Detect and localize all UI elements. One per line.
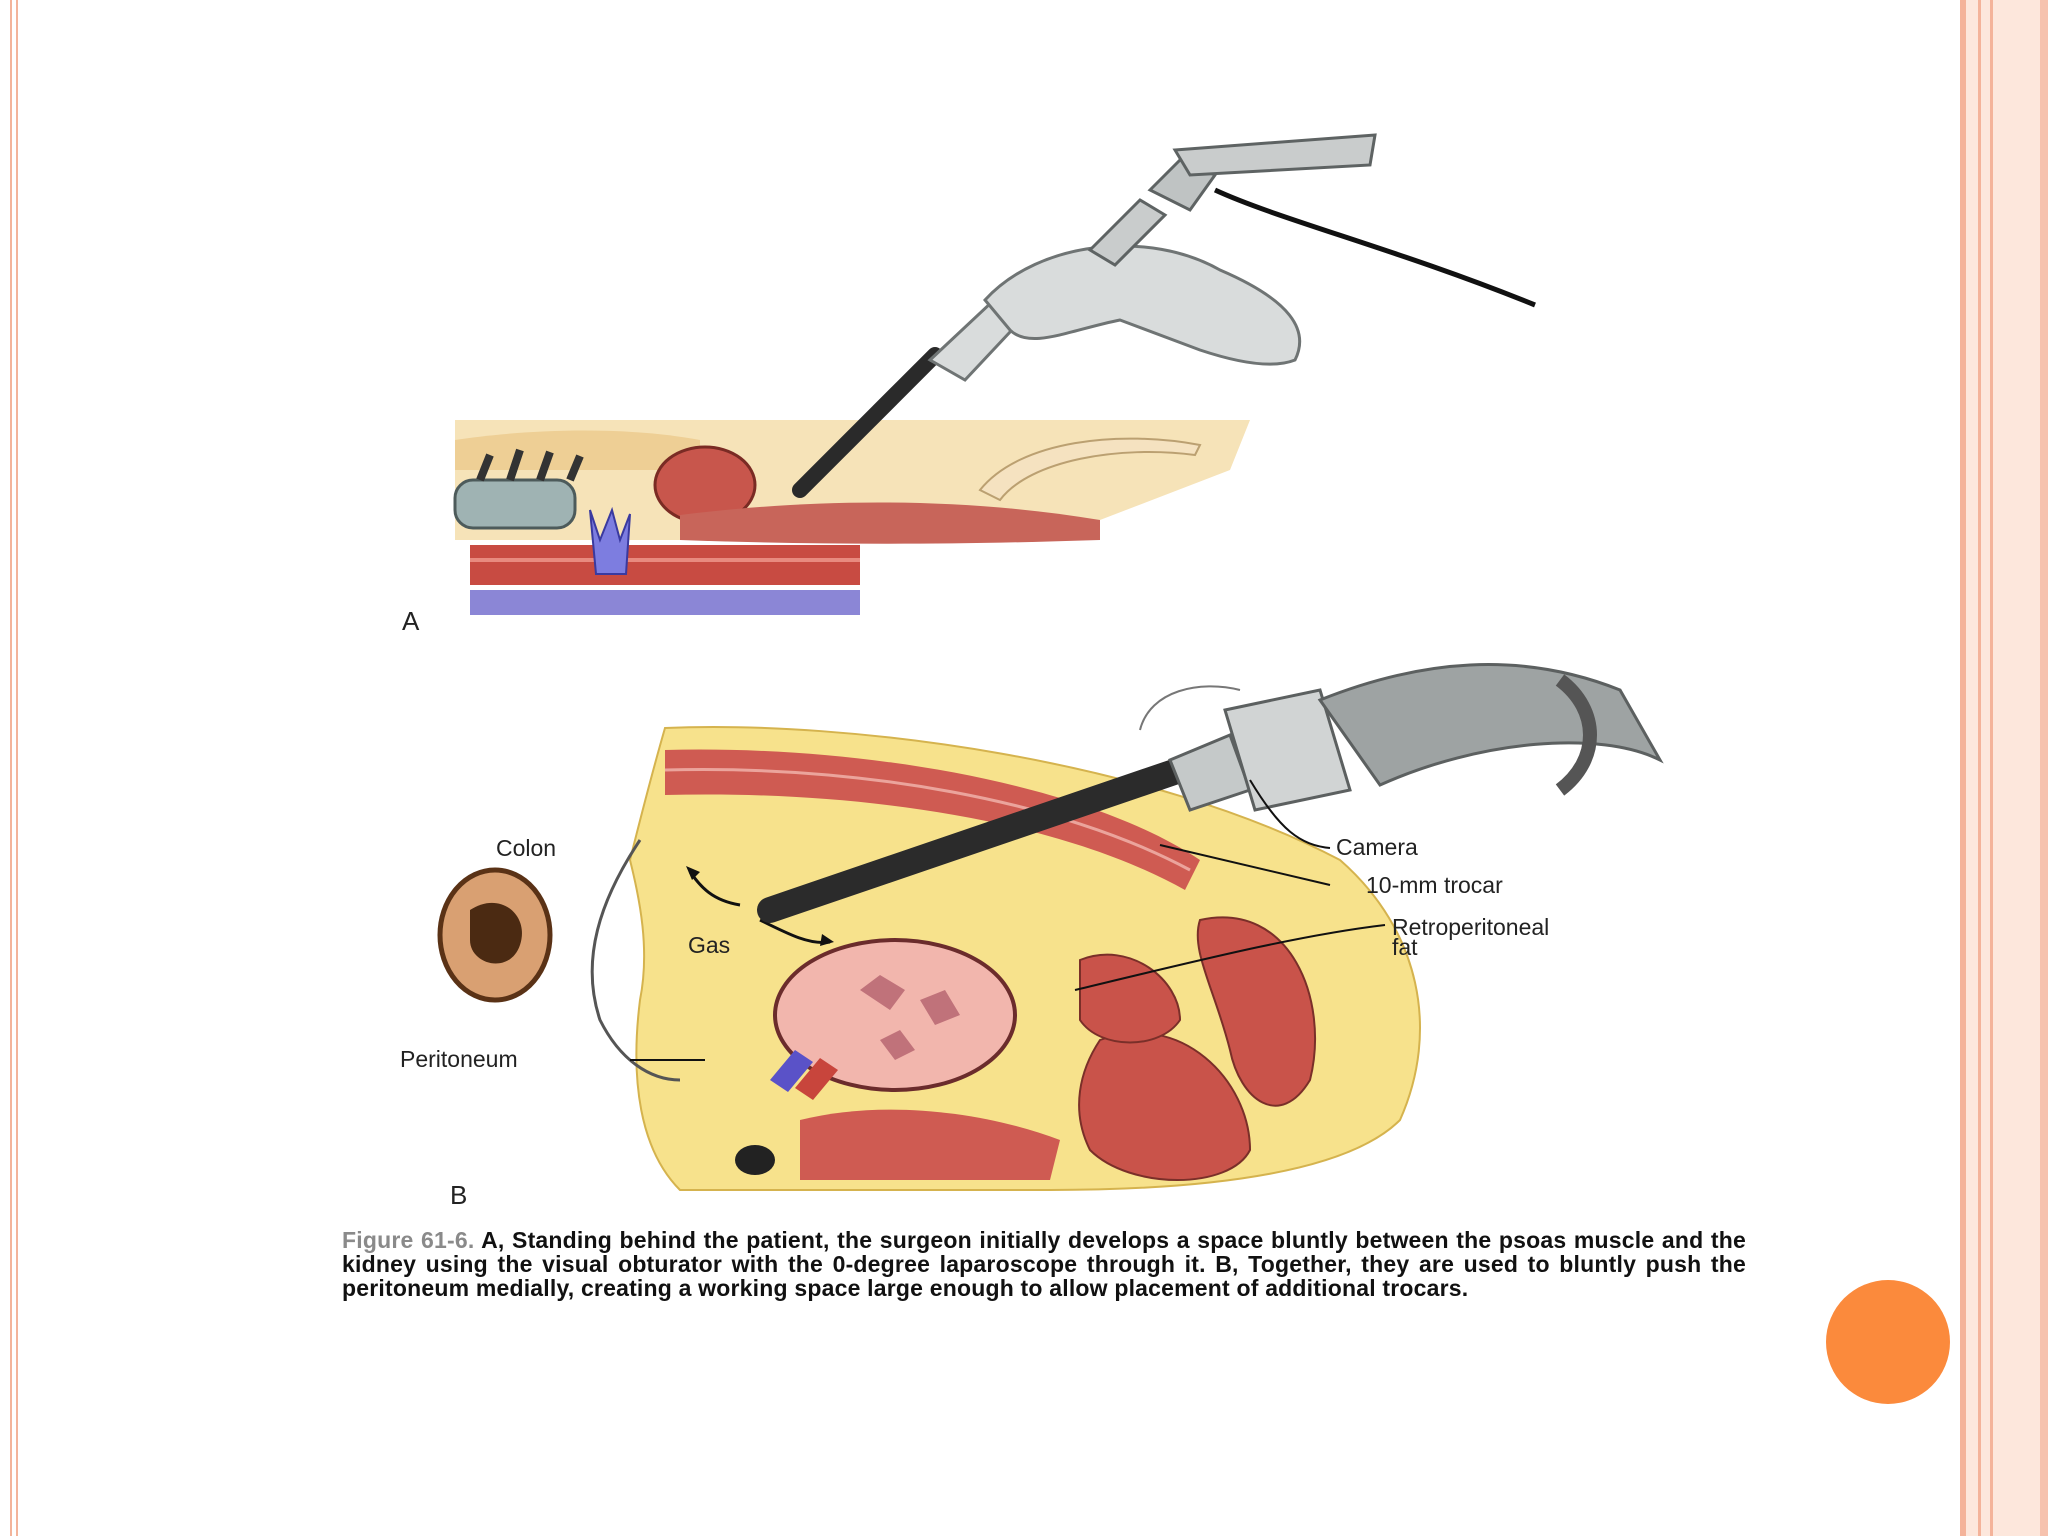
figure-caption: Figure 61-6. A, Standing behind the pati… xyxy=(342,1228,1746,1300)
slide-border-line xyxy=(1960,0,1966,1536)
slide-border-right xyxy=(1960,0,2048,1536)
panel-a-label: A xyxy=(402,606,420,636)
panel-b-label: B xyxy=(450,1180,468,1210)
slide-border-line xyxy=(1990,0,1993,1536)
caption-text: A, Standing behind the patient, the surg… xyxy=(342,1227,1746,1301)
gas-label: Gas xyxy=(688,932,731,958)
peritoneum-label: Peritoneum xyxy=(400,1046,518,1072)
accent-circle xyxy=(1826,1280,1950,1404)
colon-label: Colon xyxy=(496,835,557,861)
panel-b-illustration xyxy=(437,663,1664,1191)
slide-border-line xyxy=(1978,0,1981,1536)
slide-border-line xyxy=(2040,0,2048,1536)
figure-number: Figure 61-6. xyxy=(342,1227,475,1253)
panel-a-illustration xyxy=(453,133,1536,615)
camera-label: Camera xyxy=(1336,834,1418,860)
slide-border-left xyxy=(10,0,18,1536)
trocar-label: 10-mm trocar xyxy=(1366,872,1503,898)
retroperitoneal-fat-label: fat xyxy=(1392,934,1418,960)
retroperitoneal-label: Retroperitoneal xyxy=(1392,914,1550,940)
